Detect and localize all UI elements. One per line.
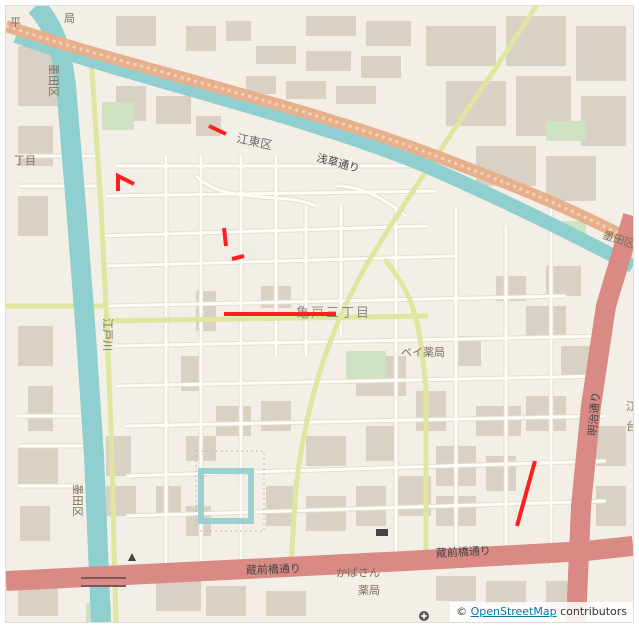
label-edge-right2: 台 <box>626 419 633 433</box>
map-attribution: © OpenStreetMap contributors <box>450 602 633 622</box>
canal <box>13 6 633 622</box>
map-view[interactable]: 江東区 浅草通り 亀戸三丁目 ベイ薬局 蔵前橋通り 蔵前橋通り かばさん 薬局 … <box>6 6 633 622</box>
label-edge-top: 平 <box>10 16 21 29</box>
shrine-moat <box>195 450 265 532</box>
label-meiji-dori: 明治通り <box>585 391 603 436</box>
annotation-mark-4 <box>231 254 245 261</box>
label-canal-name: 江戸川 <box>101 318 114 351</box>
label-yakkyoku: 薬局 <box>358 584 380 597</box>
label-kabasan: かばさん <box>336 566 380 579</box>
label-edge-top2: 局 <box>64 12 75 25</box>
annotation-mark-6 <box>515 460 537 527</box>
primary-roads <box>6 213 633 622</box>
label-kuramae-west: 蔵前橋通り <box>246 561 301 577</box>
label-sumida-top: 墨田区 <box>47 64 60 97</box>
red-annotations <box>116 124 537 527</box>
openstreetmap-link[interactable]: OpenStreetMap <box>470 605 557 618</box>
annotation-mark-3 <box>222 227 228 247</box>
attribution-suffix: contributors <box>556 605 627 618</box>
rail-line <box>6 20 633 247</box>
statue-icon <box>128 553 136 561</box>
attribution-prefix: © <box>456 605 471 618</box>
label-edge-right: 江 <box>626 400 633 413</box>
label-kuramae-east: 蔵前橋通り <box>435 543 491 560</box>
secondary-roads <box>6 6 539 622</box>
label-chome-left: 丁目 <box>14 154 36 167</box>
map-canvas[interactable]: 江東区 浅草通り 亀戸三丁目 ベイ薬局 蔵前橋通り 蔵前橋通り かばさん 薬局 … <box>6 6 633 622</box>
bank-icon <box>376 529 388 536</box>
hospital-icon <box>419 611 429 621</box>
annotation-mark-2 <box>116 172 135 191</box>
annotation-mark-1 <box>208 124 227 136</box>
label-bay-pharmacy: ベイ薬局 <box>401 346 445 359</box>
label-sumida-left: 墨田区 <box>71 484 84 517</box>
